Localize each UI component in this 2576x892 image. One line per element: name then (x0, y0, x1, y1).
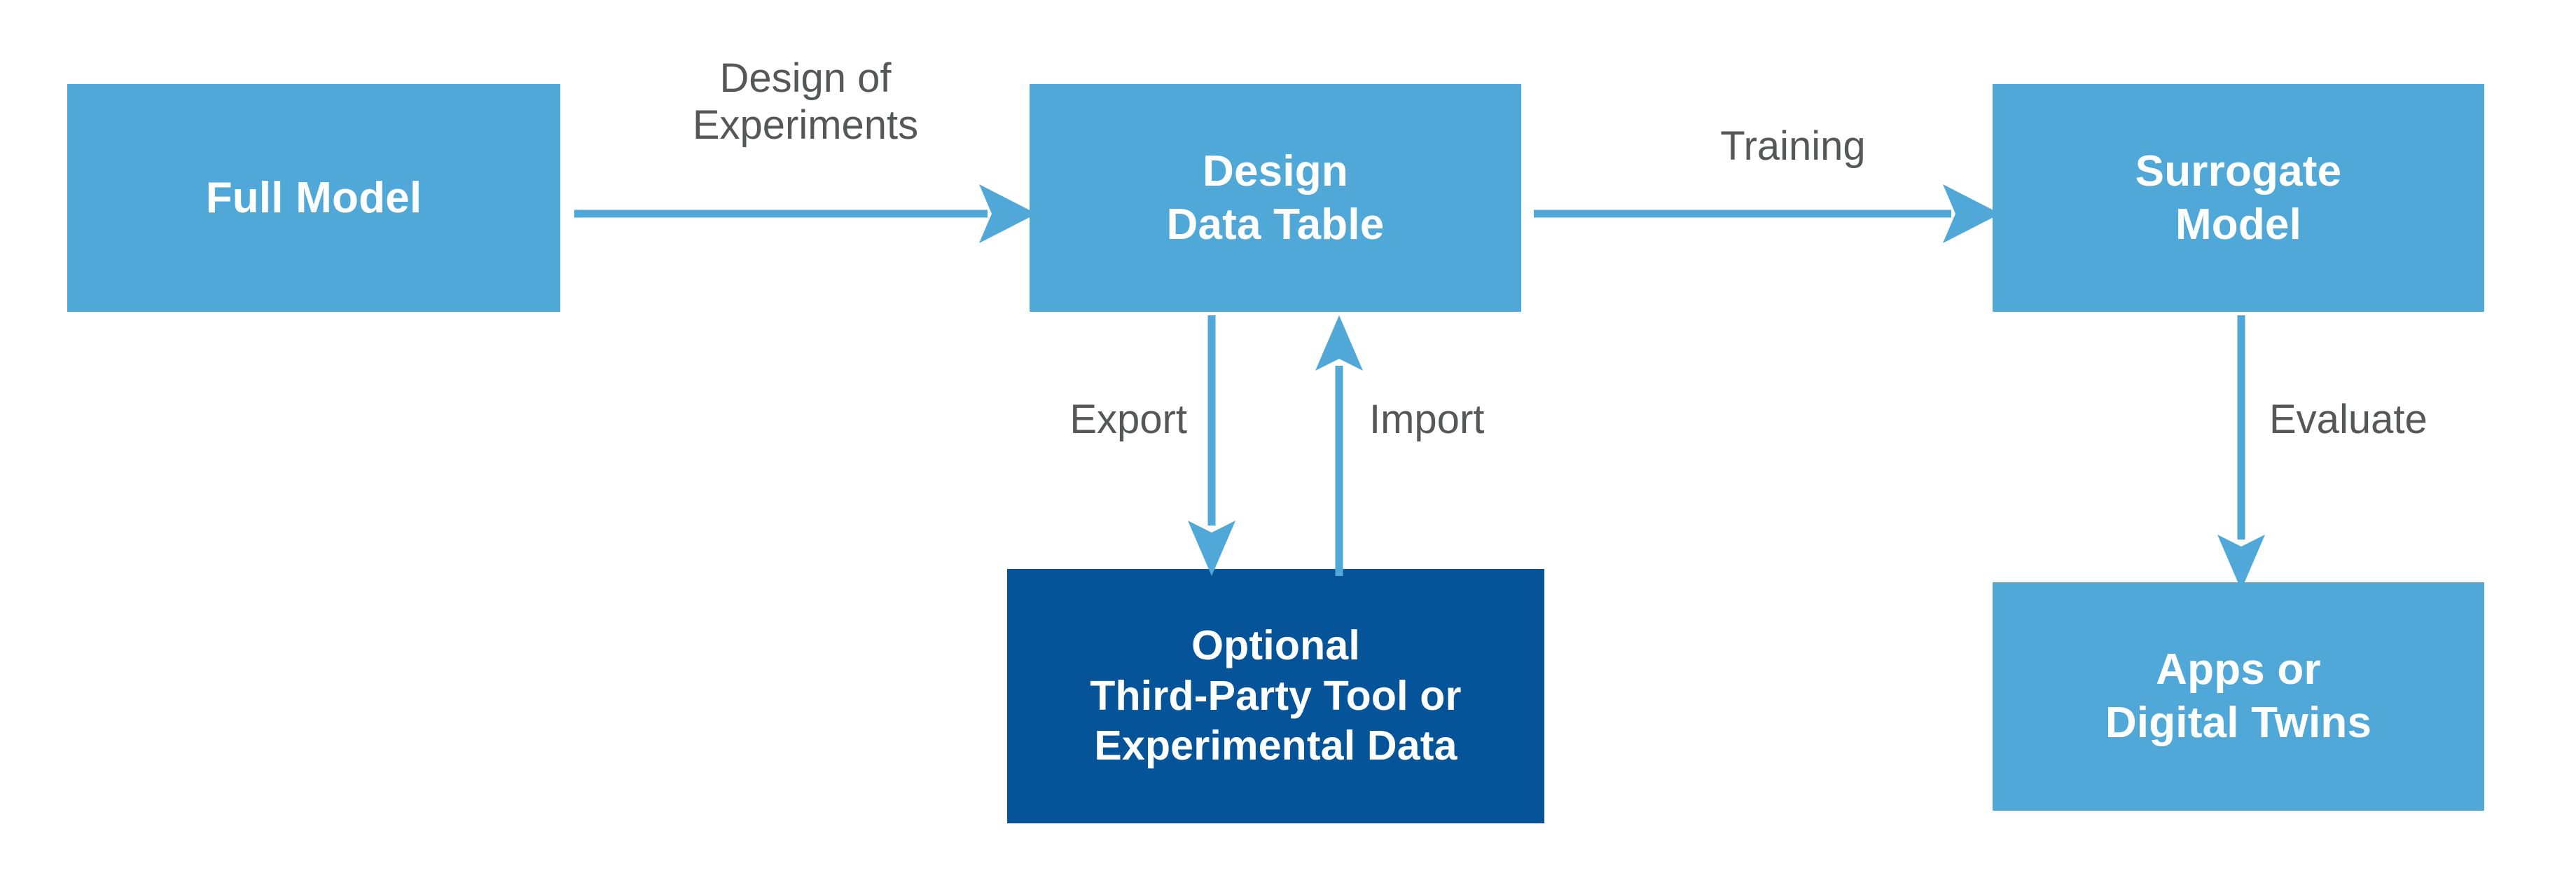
arrow-right-training (1534, 179, 2000, 249)
arrow-down-evaluate (2212, 315, 2271, 590)
edge-label-evaluate: Evaluate (2269, 397, 2428, 442)
arrow-down-export (1182, 315, 1241, 576)
node-full-model: Full Model (67, 84, 560, 312)
node-optional-third-party-tool: Optional Third-Party Tool or Experimenta… (1007, 569, 1544, 823)
edge-label-import: Import (1369, 397, 1485, 442)
node-apps-or-digital-twins: Apps or Digital Twins (1993, 582, 2484, 811)
arrow-up-import (1310, 315, 1369, 576)
node-surrogate-model: Surrogate Model (1993, 84, 2484, 312)
node-design-data-table: Design Data Table (1030, 84, 1521, 312)
edge-label-training: Training (1720, 123, 1866, 169)
arrow-right-design-of-experiments (574, 179, 1037, 249)
edge-label-export: Export (1069, 397, 1187, 442)
edge-label-design-of-experiments: Design of Experiments (692, 55, 919, 149)
